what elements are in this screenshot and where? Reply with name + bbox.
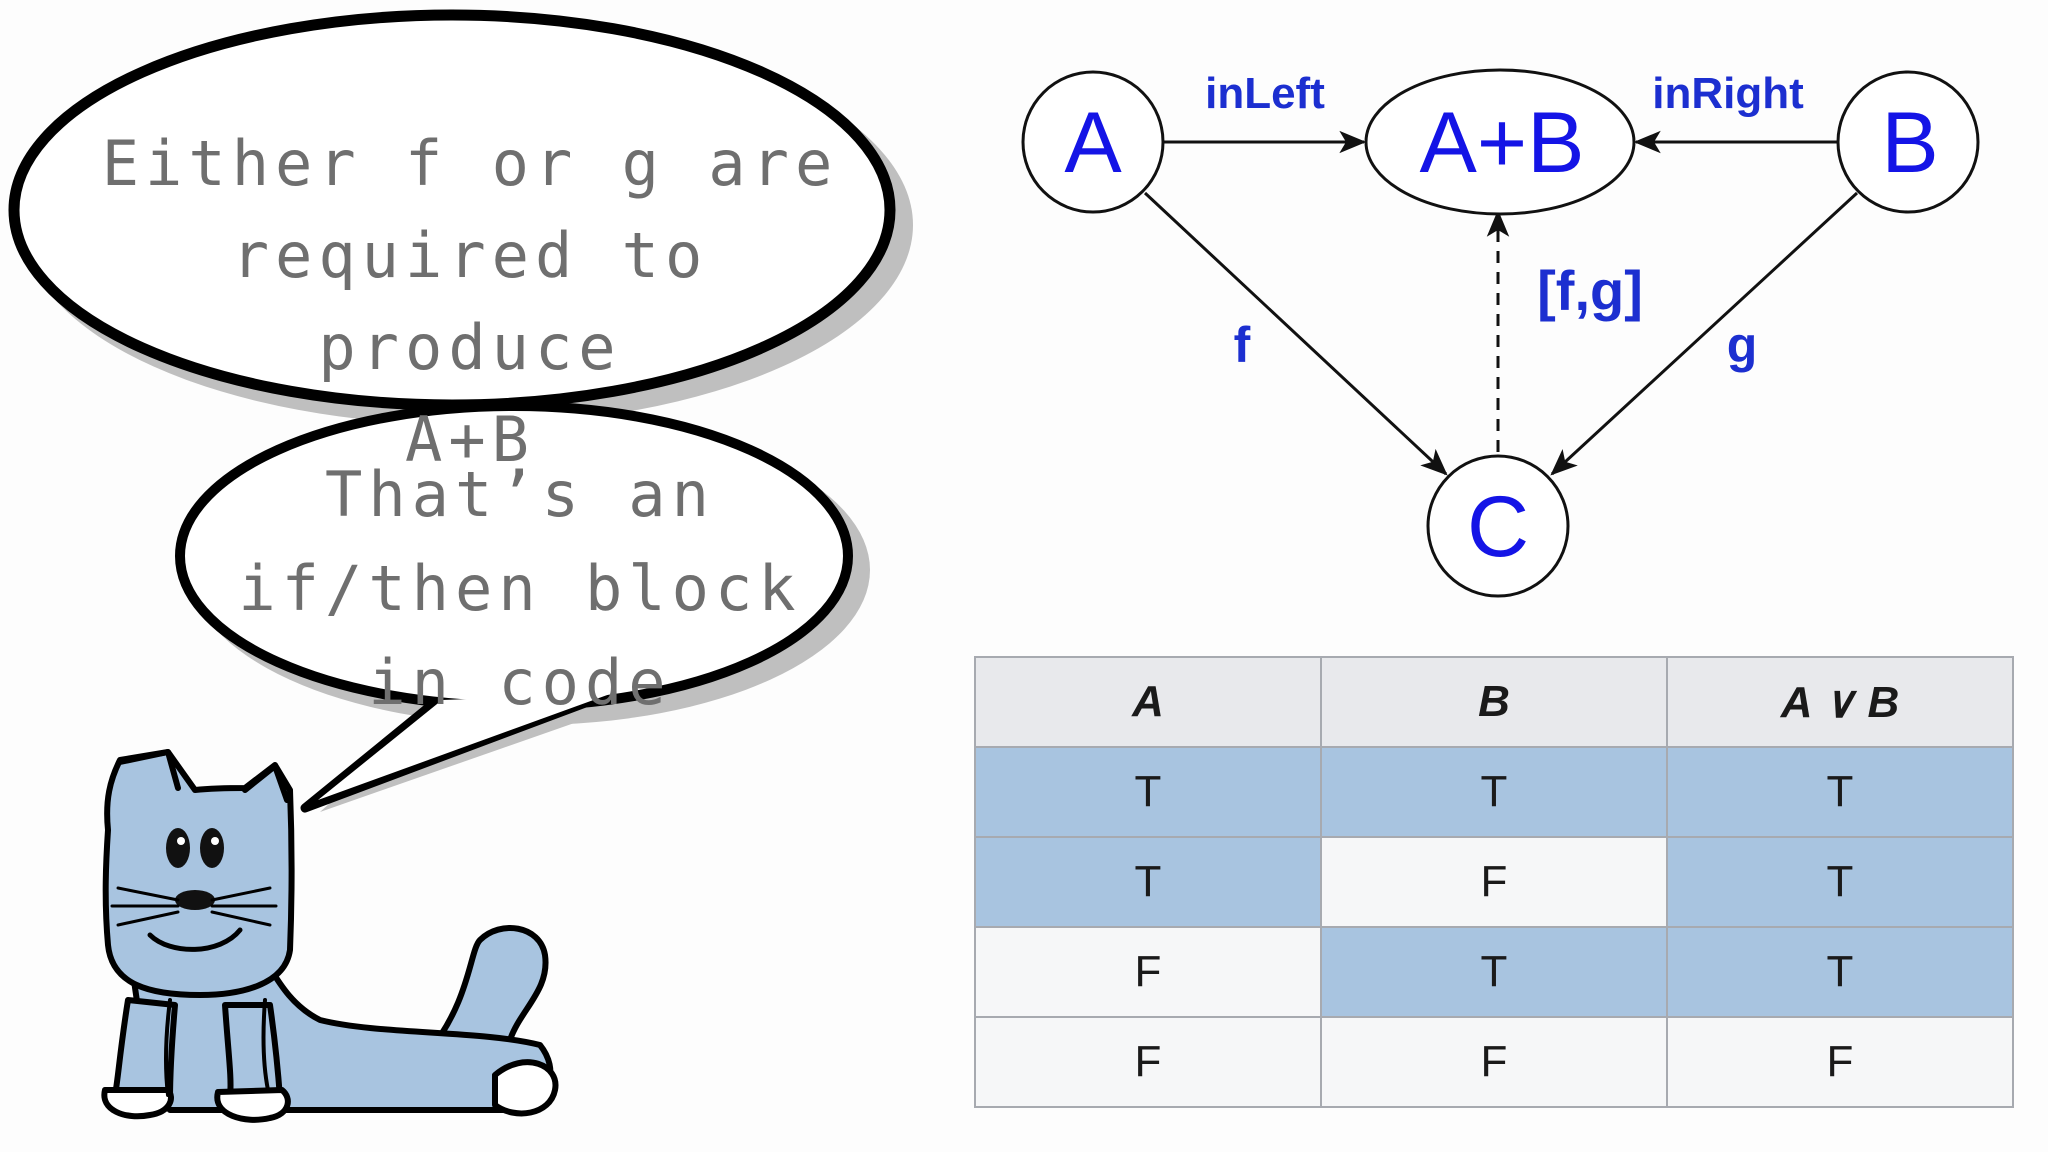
cat-nose [175, 890, 215, 910]
cat-head [102, 749, 295, 998]
cell-a-or-b: T [1666, 746, 2014, 838]
speech-bubble-top [8, 9, 913, 425]
cell-a: T [974, 836, 1322, 928]
node-c-label: C [1467, 479, 1529, 575]
cell-a-or-b: T [1666, 836, 2014, 928]
edge-g [1550, 191, 1859, 476]
node-a-plus-b-label: A+B [1420, 95, 1585, 191]
cell-a: T [974, 746, 1322, 838]
edge-label-in-right: inRight [1652, 69, 1804, 118]
table-row: T T T [974, 746, 2014, 838]
table-row: F F F [974, 1016, 2014, 1108]
or-truth-table: A B A ∨ B T T T T F T F T T F F F [974, 656, 2014, 1108]
node-a-label: A [1064, 95, 1122, 191]
cat-eye-left [166, 828, 190, 868]
header-b: B [1320, 656, 1668, 748]
cat-paw-back [492, 1059, 559, 1117]
cat-paw-right [214, 1087, 291, 1123]
cat-illustration [101, 749, 559, 1123]
table-header-row: A B A ∨ B [974, 656, 2014, 748]
table-row: F T T [974, 926, 2014, 1018]
speech-bubble-bottom [175, 401, 870, 813]
node-b [1836, 70, 1980, 214]
edge-label-fg: [f,g] [1537, 259, 1643, 322]
cell-a-or-b: T [1666, 926, 2014, 1018]
node-c [1426, 454, 1570, 598]
cat-paw-left [101, 1087, 174, 1120]
speech-bubble-top-text: Either f or g are required to produce A+… [101, 127, 839, 476]
edge-label-in-left: inLeft [1205, 69, 1325, 118]
cell-b: F [1320, 836, 1668, 928]
cell-b: T [1320, 926, 1668, 1018]
cell-b: F [1320, 1016, 1668, 1108]
table-row: T F T [974, 836, 2014, 928]
cell-b: T [1320, 746, 1668, 838]
header-a: A [974, 656, 1322, 748]
cell-a-or-b: F [1666, 1016, 2014, 1108]
edge-f [1143, 191, 1448, 476]
coproduct-diagram: A A+B B C inLeft inRight f g [f,g] [1021, 68, 1980, 598]
node-a [1021, 70, 1165, 214]
cat-leg-right [222, 1002, 283, 1101]
node-a-plus-b [1364, 68, 1636, 216]
cell-a: F [974, 926, 1322, 1018]
edge-label-g: g [1727, 317, 1758, 373]
edge-label-f: f [1234, 317, 1251, 373]
node-b-label: B [1881, 95, 1938, 191]
header-a-or-b: A ∨ B [1666, 656, 2014, 748]
cell-a: F [974, 1016, 1322, 1108]
cat-eye-right [200, 828, 224, 868]
speech-bubble-bottom-text: That’s an if/then block in code [238, 458, 802, 719]
